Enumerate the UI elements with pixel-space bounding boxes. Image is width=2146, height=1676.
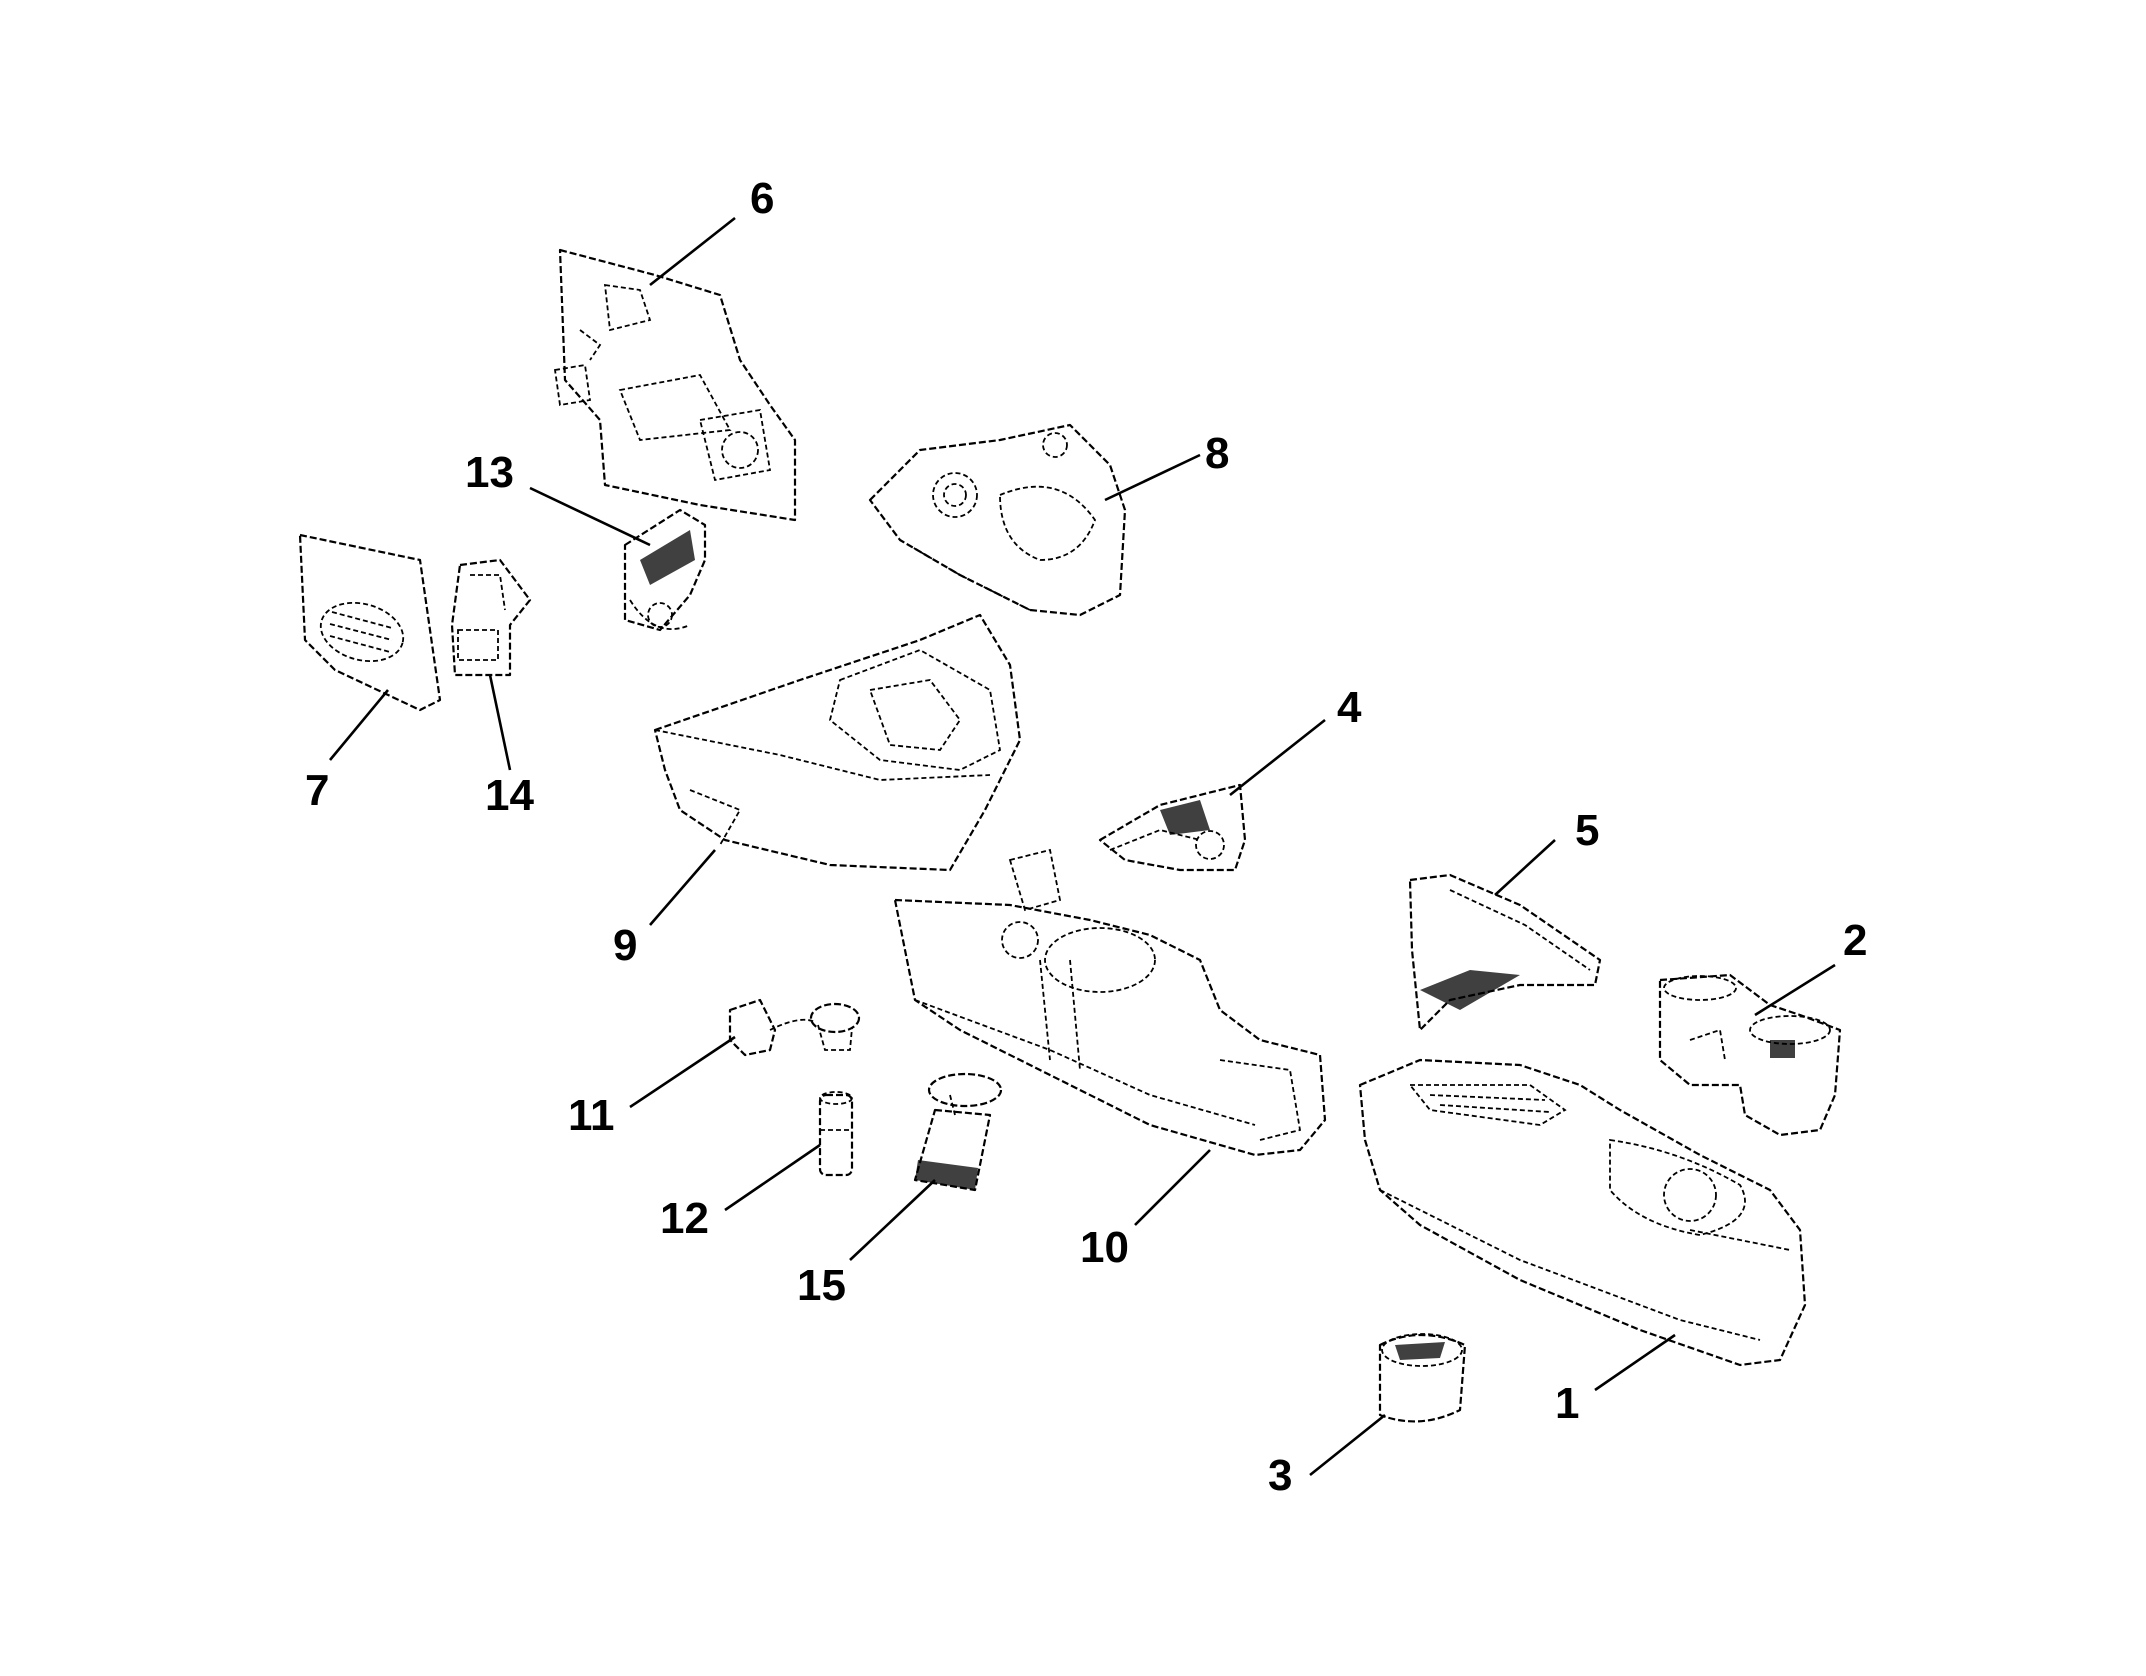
callout-1: 1 [1555, 1379, 1579, 1428]
part-12-socket-sleeve [818, 1091, 854, 1177]
leader-9 [649, 849, 716, 926]
part-13-switch-module [623, 508, 707, 632]
callout-8: 8 [1205, 429, 1229, 478]
leader-10 [1134, 1149, 1211, 1226]
callout-2: 2 [1843, 916, 1867, 965]
part-4-wiring-bracket [1098, 783, 1247, 872]
part-11-lighter-socket [728, 998, 861, 1057]
leader-14 [488, 674, 512, 771]
leader-8 [1104, 453, 1201, 502]
callout-6: 6 [750, 174, 774, 223]
part-8-console-top-trim [868, 423, 1127, 617]
leader-1 [1594, 1333, 1676, 1392]
leader-lines [328, 216, 1836, 1477]
part-1-console-body [1358, 1058, 1807, 1367]
part-7-side-vent-panel [298, 533, 442, 712]
leader-12 [724, 1143, 821, 1212]
leader-2 [1754, 963, 1836, 1017]
callout-4: 4 [1337, 683, 1362, 732]
leader-3 [1309, 1413, 1386, 1477]
part-14-side-vent-bracket [450, 558, 532, 677]
part-3-ash-cup [1378, 1333, 1467, 1423]
part-9-center-stack-bezel [653, 613, 1022, 872]
callout-5: 5 [1575, 806, 1599, 855]
leader-11 [629, 1035, 736, 1109]
leader-15 [849, 1179, 936, 1261]
leader-13 [529, 486, 651, 547]
leader-5 [1494, 839, 1556, 896]
callout-12: 12 [660, 1194, 709, 1243]
callout-14: 14 [485, 771, 534, 820]
callout-7: 7 [305, 766, 329, 815]
callout-11: 11 [568, 1091, 615, 1140]
callout-labels: 1 2 3 4 5 6 7 8 9 10 11 12 13 14 15 [305, 174, 1867, 1500]
leader-6 [649, 216, 736, 287]
callout-9: 9 [613, 921, 637, 970]
callout-15: 15 [797, 1261, 846, 1310]
leader-7 [328, 689, 390, 761]
callout-13: 13 [465, 448, 514, 497]
callout-3: 3 [1268, 1451, 1292, 1500]
callout-10: 10 [1080, 1223, 1129, 1272]
leader-4 [1229, 718, 1326, 797]
part-5-side-trim-strip [1408, 873, 1602, 1032]
part-2-cup-holder-insert [1658, 973, 1842, 1137]
part-6-upper-trim-panel [553, 248, 797, 522]
part-10-console-frame [893, 848, 1327, 1157]
part-15-cigarette-lighter [913, 1072, 1003, 1192]
